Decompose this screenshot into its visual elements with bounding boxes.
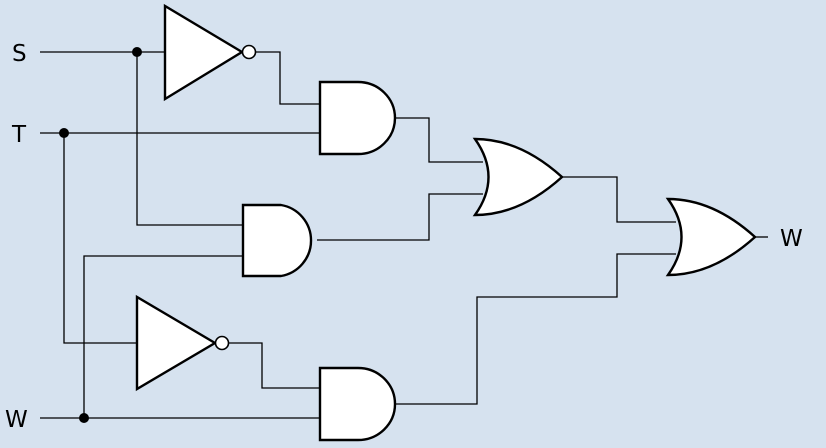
not-gate-2	[135, 294, 230, 392]
and-gate-2	[241, 203, 313, 278]
not-gate-1-body	[163, 3, 245, 102]
junction-s	[132, 47, 142, 57]
and-gate-3	[318, 366, 397, 442]
output-label-w: W	[780, 226, 803, 252]
junctions	[59, 47, 142, 423]
input-label-s: S	[12, 41, 27, 67]
wire-not2-to-and3	[229, 342, 320, 389]
wire-s-to-and2	[136, 52, 243, 226]
input-label-t: T	[11, 122, 27, 148]
wire-w-to-and2	[83, 255, 243, 418]
input-label-w: W	[5, 407, 28, 433]
not-gate-1	[163, 3, 257, 102]
wire-or1-to-or2	[562, 176, 676, 223]
wire-and2-to-or1	[317, 193, 483, 241]
wire-not1-to-and1	[256, 51, 320, 105]
or-gate-2	[665, 197, 757, 277]
and-gate-1	[318, 80, 397, 156]
wire-and1-to-or1	[395, 117, 483, 163]
or-gate-1	[472, 137, 564, 217]
wire-t-to-not2	[63, 133, 137, 344]
junction-w	[79, 413, 89, 423]
not-gate-2-bubble	[214, 335, 230, 351]
junction-t	[59, 128, 69, 138]
not-gate-2-body	[135, 294, 218, 392]
not-gate-1-bubble	[241, 44, 257, 60]
wire-and3-to-or2	[395, 253, 676, 405]
